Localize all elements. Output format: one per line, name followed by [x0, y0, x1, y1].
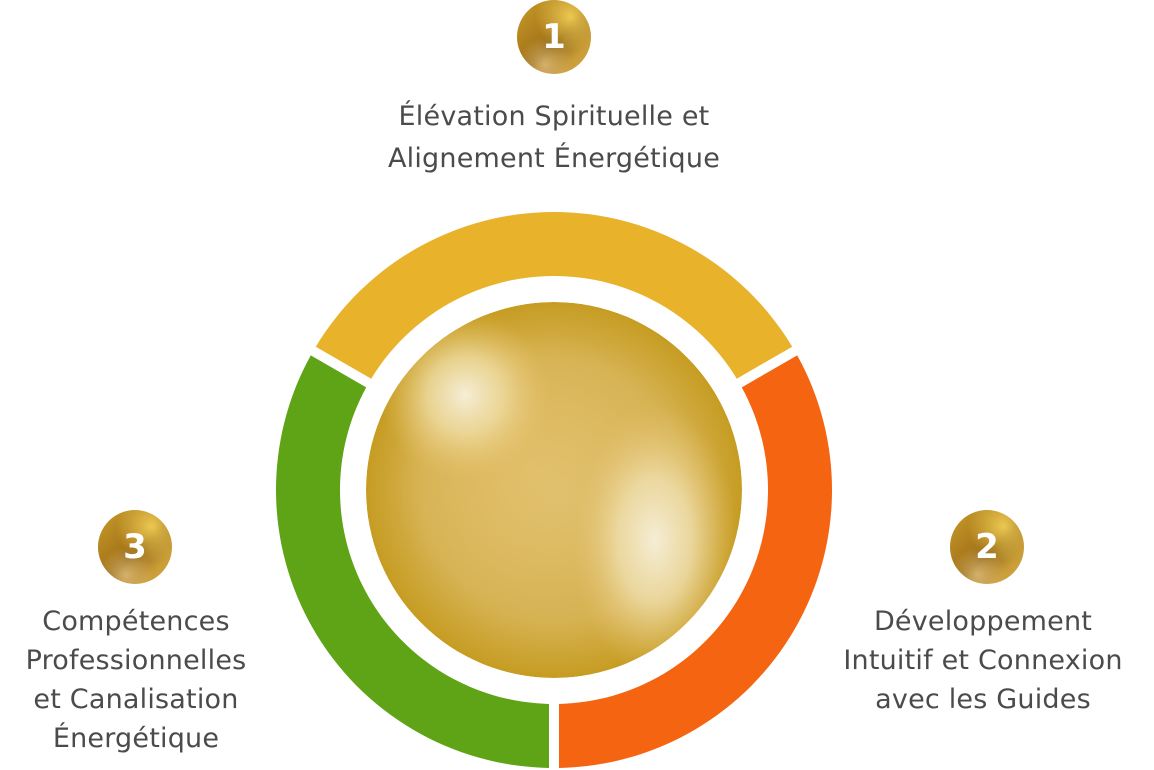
- step-label-2: Développement Intuitif et Connexion avec…: [812, 602, 1154, 719]
- step-3-line-4: Énergétique: [52, 723, 220, 754]
- step-3-line-2: Professionnelles: [25, 645, 247, 676]
- step-label-1: Élévation Spirituelle et Alignement Éner…: [304, 96, 804, 180]
- step-2-line-1: Développement: [873, 606, 1093, 637]
- step-badge-2: 2: [950, 510, 1024, 584]
- step-label-3: Compétences Professionnelles et Canalisa…: [0, 602, 272, 758]
- ring-segment-1: [315, 211, 793, 379]
- step-2-line-2: Intuitif et Connexion: [843, 645, 1123, 676]
- step-1-line-1: Élévation Spirituelle et: [398, 101, 710, 132]
- step-3-line-1: Compétences: [42, 606, 230, 637]
- step-1-line-2: Alignement Énergétique: [387, 143, 721, 174]
- ring-segment-3: [275, 355, 549, 768]
- step-badge-3: 3: [98, 510, 172, 584]
- step-number-1: 1: [542, 17, 566, 57]
- step-number-2: 2: [975, 527, 999, 567]
- ring-segment-2: [559, 355, 832, 768]
- step-badge-1: 1: [517, 0, 591, 74]
- step-number-3: 3: [123, 527, 147, 567]
- step-3-line-3: et Canalisation: [33, 684, 239, 715]
- center-orb: [366, 302, 742, 678]
- step-2-line-3: avec les Guides: [875, 684, 1091, 715]
